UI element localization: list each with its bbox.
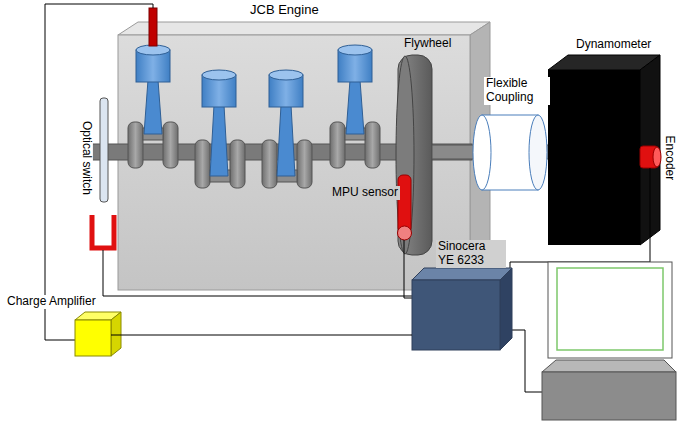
piston [269, 70, 303, 80]
piston [136, 45, 372, 107]
flexible-coupling [473, 115, 491, 190]
piston [202, 70, 236, 80]
node-label: Dynamometer [574, 38, 653, 52]
mpu-sensor [398, 175, 412, 240]
daq-unit: Sinocera YE 6233 [412, 280, 500, 350]
pressure-sensor [149, 8, 157, 46]
node-label: Charge Amplifier [5, 295, 98, 309]
piston [338, 45, 372, 55]
dynamometer: Dynamometer [548, 70, 640, 245]
crankshaft [365, 122, 380, 168]
crankshaft [262, 140, 277, 188]
signal-wire [103, 250, 412, 296]
part-label: Flywheel [402, 37, 453, 51]
signal-wire [512, 330, 542, 392]
flywheel [396, 56, 414, 254]
encoder-sensor [640, 146, 661, 168]
optical-switch [92, 215, 114, 248]
computer [557, 268, 663, 350]
engine-block: JCB Engine [118, 35, 470, 290]
connecting-rod [144, 80, 162, 134]
connecting-rod [346, 80, 364, 134]
connecting-rod [144, 80, 364, 176]
encoder-sensor [653, 147, 661, 167]
charge-amplifier-box [111, 312, 121, 356]
computer [542, 360, 676, 372]
daq-box [500, 268, 512, 350]
computer [548, 262, 672, 358]
crankshaft [163, 122, 178, 168]
node-label: Sinocera YE 6233 [436, 240, 506, 268]
signal-wire [404, 240, 412, 298]
charge-amplifier: Charge Amplifier [75, 320, 111, 356]
mpu-sensor [398, 226, 412, 240]
daq-box [412, 280, 500, 350]
flexible-coupling [529, 115, 547, 190]
sensor-label: MPU sensor [330, 186, 400, 200]
crankshaft [128, 122, 143, 168]
sensor-label: Encoder [662, 134, 676, 183]
pulley-disc [100, 98, 108, 202]
engine-block [118, 35, 470, 290]
computer [542, 262, 676, 420]
engine-block [118, 22, 490, 290]
daq-box [412, 268, 512, 280]
signal-wire [45, 4, 153, 340]
computer [542, 372, 676, 420]
flexible-coupling [473, 115, 547, 190]
dynamometer-body [548, 70, 640, 245]
sensor-label: Optical switch [79, 119, 93, 197]
dynamometer-body [548, 55, 660, 245]
pressure-sensor [149, 8, 157, 46]
connecting-rod [277, 105, 295, 176]
connecting-rod [210, 105, 228, 176]
flywheel [396, 55, 432, 255]
coupling-part: Flexible Coupling [482, 115, 538, 190]
charge-amplifier-box [75, 320, 111, 356]
node-label: Flexible Coupling [484, 77, 550, 105]
pulley-disc [100, 98, 108, 202]
engine-block [118, 22, 490, 35]
charge-amplifier-box [75, 312, 121, 356]
crankshaft [230, 140, 245, 188]
mpu-sensor [398, 175, 411, 233]
crankshaft [330, 122, 345, 168]
crankshaft [297, 140, 312, 188]
optical-switch [92, 215, 114, 248]
crankshaft [195, 140, 210, 188]
daq-box [412, 268, 512, 350]
node-label: JCB Engine [248, 3, 321, 18]
signal-cable [111, 335, 412, 336]
